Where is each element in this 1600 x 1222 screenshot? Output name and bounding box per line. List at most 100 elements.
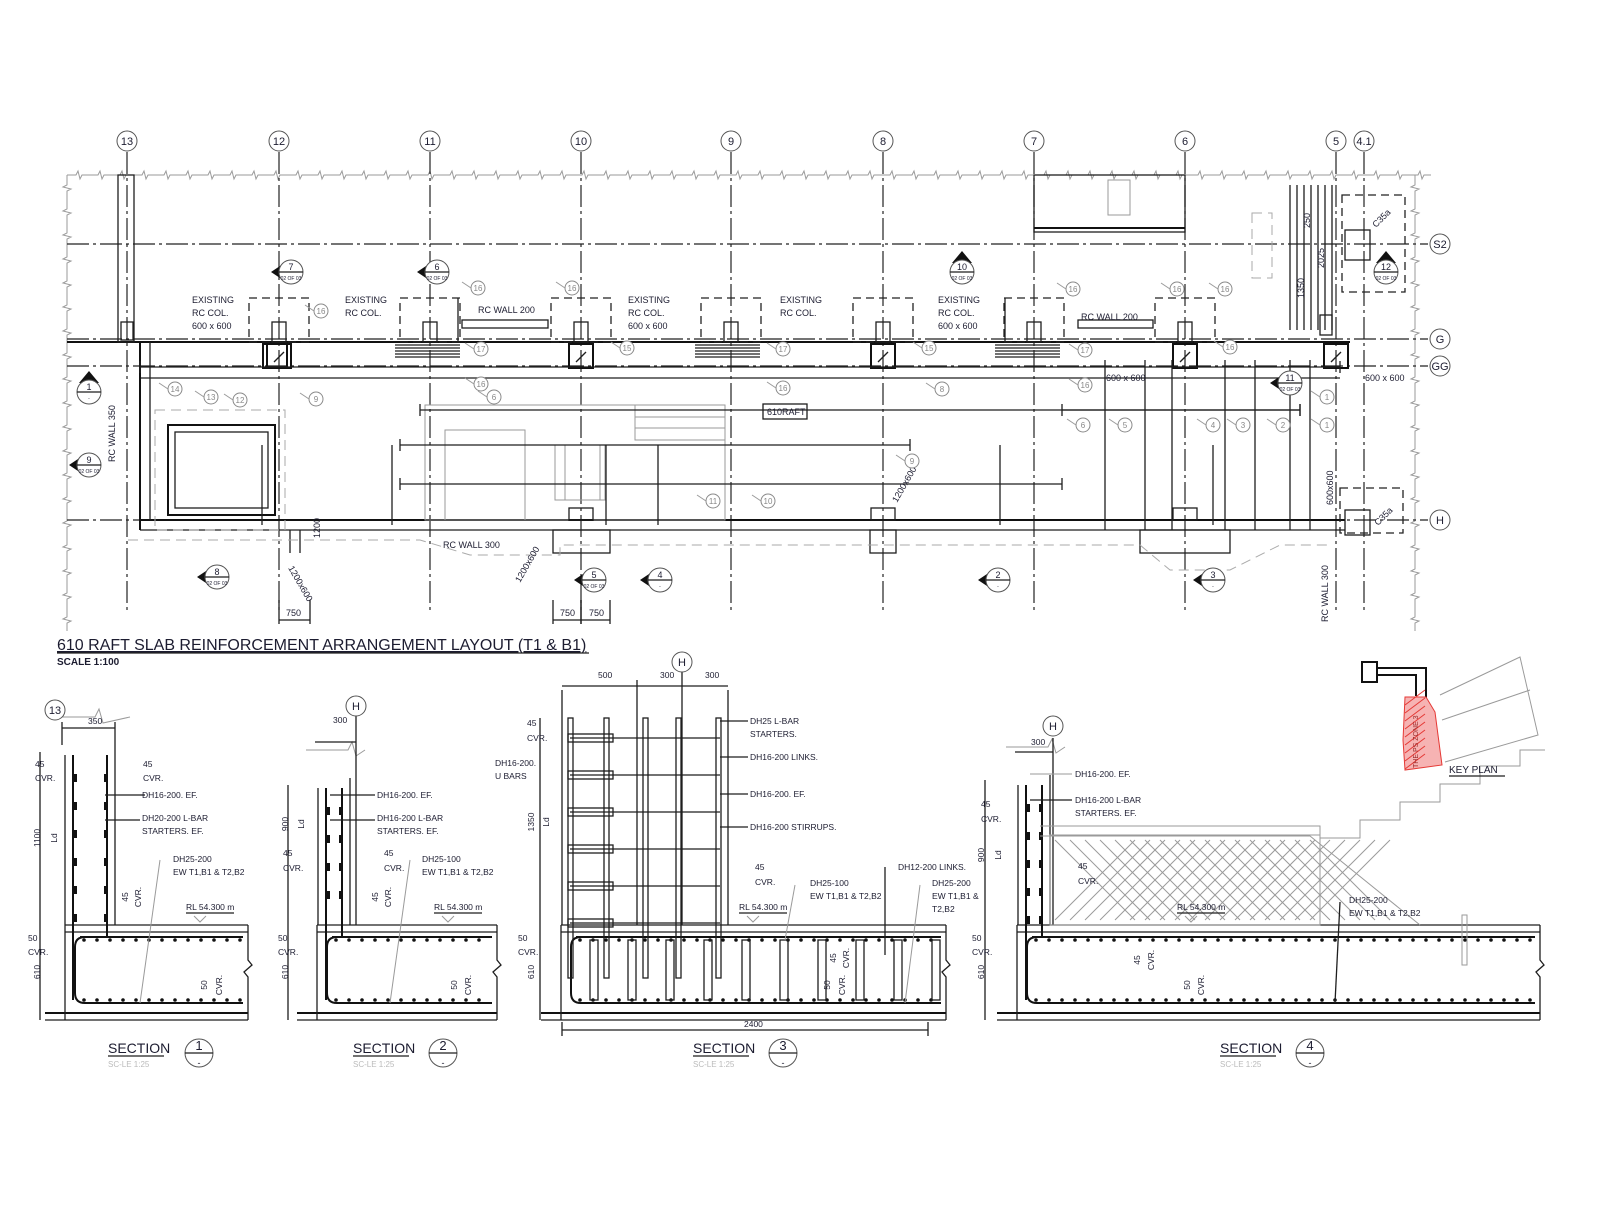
rebar-dot <box>186 998 190 1002</box>
rebar-dot <box>1099 938 1103 942</box>
rebar-dot <box>1450 938 1454 942</box>
plan-label: 600 x 600 <box>628 321 668 331</box>
leader-line <box>1066 418 1077 426</box>
section-title: SECTION <box>108 1040 170 1056</box>
rebar-dot <box>1411 938 1415 942</box>
leader-line <box>925 382 936 390</box>
rect <box>554 444 606 501</box>
callout-number: 2 <box>1281 421 1286 430</box>
leader-line <box>194 390 205 398</box>
section-label: RL 54.300 m <box>1177 902 1225 912</box>
rebar-dot <box>386 998 390 1002</box>
crosshatch <box>1219 839 1301 921</box>
section-label: CVR. <box>518 947 538 957</box>
break-line <box>1409 175 1421 631</box>
rebar-dot <box>734 938 738 942</box>
rebar-dot <box>73 802 77 810</box>
rebar-dot <box>238 998 242 1002</box>
section-number: 2 <box>439 1038 446 1053</box>
plan-label: 1200x600 <box>513 545 541 584</box>
section-mark-sheet: 02 OF 03 <box>281 276 302 282</box>
section-label: 610 <box>280 965 290 979</box>
section-label: 900 <box>976 848 986 862</box>
rebar-dot <box>1060 998 1064 1002</box>
callout-number: 8 <box>940 385 945 394</box>
rebar-dot <box>238 938 242 942</box>
rebar-dot <box>1099 998 1103 1002</box>
pile-cap <box>568 507 594 521</box>
rebar-dot <box>373 998 377 1002</box>
grid-bubble <box>1042 715 1064 737</box>
section-label: 50 <box>28 933 38 943</box>
section-sub: - <box>442 1058 445 1068</box>
break-line <box>1535 925 1545 1020</box>
rebar-dot <box>903 938 907 942</box>
key-plan-block <box>1361 661 1378 683</box>
leader-line <box>904 884 921 1004</box>
plan-label: EXISTING <box>628 295 670 305</box>
rebar-dot <box>1463 938 1467 942</box>
callout-number: 16 <box>1221 285 1230 294</box>
rebar-dot <box>643 998 647 1002</box>
leader-line <box>1310 390 1321 398</box>
callout-number: 17 <box>779 345 788 354</box>
section-label: CVR. <box>133 887 143 907</box>
break-line <box>492 925 502 1020</box>
leader-line <box>461 281 472 289</box>
rebar-dot <box>134 938 138 942</box>
leader-line <box>1068 378 1079 386</box>
rebar-dot <box>360 938 364 942</box>
section-sub: - <box>1309 1058 1312 1068</box>
section-scale: SC-LE 1:25 <box>108 1060 150 1069</box>
rect <box>634 404 726 441</box>
rebar-dot <box>225 938 229 942</box>
rebar-dot <box>95 998 99 1002</box>
rebar-dot <box>656 938 660 942</box>
key-plan-zone-label: THE PS ZONE 3 <box>1413 715 1420 768</box>
grid-bubble <box>1429 509 1451 531</box>
plan-label: RC WALL 200 <box>478 305 535 315</box>
rebar-dot <box>1333 938 1337 942</box>
rebar-dot <box>1039 804 1043 812</box>
section-label: 900 <box>280 817 290 831</box>
section-mark-number: 7 <box>288 262 293 272</box>
section-label: EW T1,B1 & T2,B2 <box>173 867 245 877</box>
rebar-dot <box>186 938 190 942</box>
hatch <box>1404 745 1426 762</box>
level-marker <box>746 915 760 923</box>
callout-number: 16 <box>474 284 483 293</box>
rebar-dot <box>173 938 177 942</box>
rebar-dot <box>838 938 842 942</box>
rebar-dot <box>1039 916 1043 924</box>
section-label: DH25-100 <box>810 878 849 888</box>
crosshatch <box>1234 839 1316 921</box>
rebar-dot <box>1060 938 1064 942</box>
section-label: 45 <box>755 862 765 872</box>
pile-cap <box>1139 529 1231 554</box>
leader-line <box>1108 418 1119 426</box>
leader-line <box>1226 418 1237 426</box>
callout-number: 15 <box>623 344 632 353</box>
rebar-dot <box>1385 998 1389 1002</box>
rebar-dot <box>799 998 803 1002</box>
rebar-dot <box>1034 938 1038 942</box>
section-label: CVR. <box>837 975 847 995</box>
leader-line <box>1334 901 1341 1004</box>
rebar-dot <box>1229 938 1233 942</box>
break-line <box>243 925 253 1020</box>
section-label: EW T1,B1 & T2,B2 <box>810 891 882 901</box>
link <box>741 939 751 1001</box>
section-label: DH16-200. EF. <box>1075 769 1131 779</box>
vertical-bar <box>715 717 722 979</box>
rebar-dot <box>334 938 338 942</box>
rebar-dot <box>604 938 608 942</box>
grid-bubble <box>419 130 441 152</box>
rebar-dot <box>682 998 686 1002</box>
plan-label: RC COL. <box>345 308 382 318</box>
rebar-dot <box>104 802 108 810</box>
rebar-dot <box>1450 998 1454 1002</box>
section-label: DH16-200 L-BAR <box>377 813 443 823</box>
grid-bubble <box>1429 355 1451 377</box>
leader-line <box>555 281 566 289</box>
